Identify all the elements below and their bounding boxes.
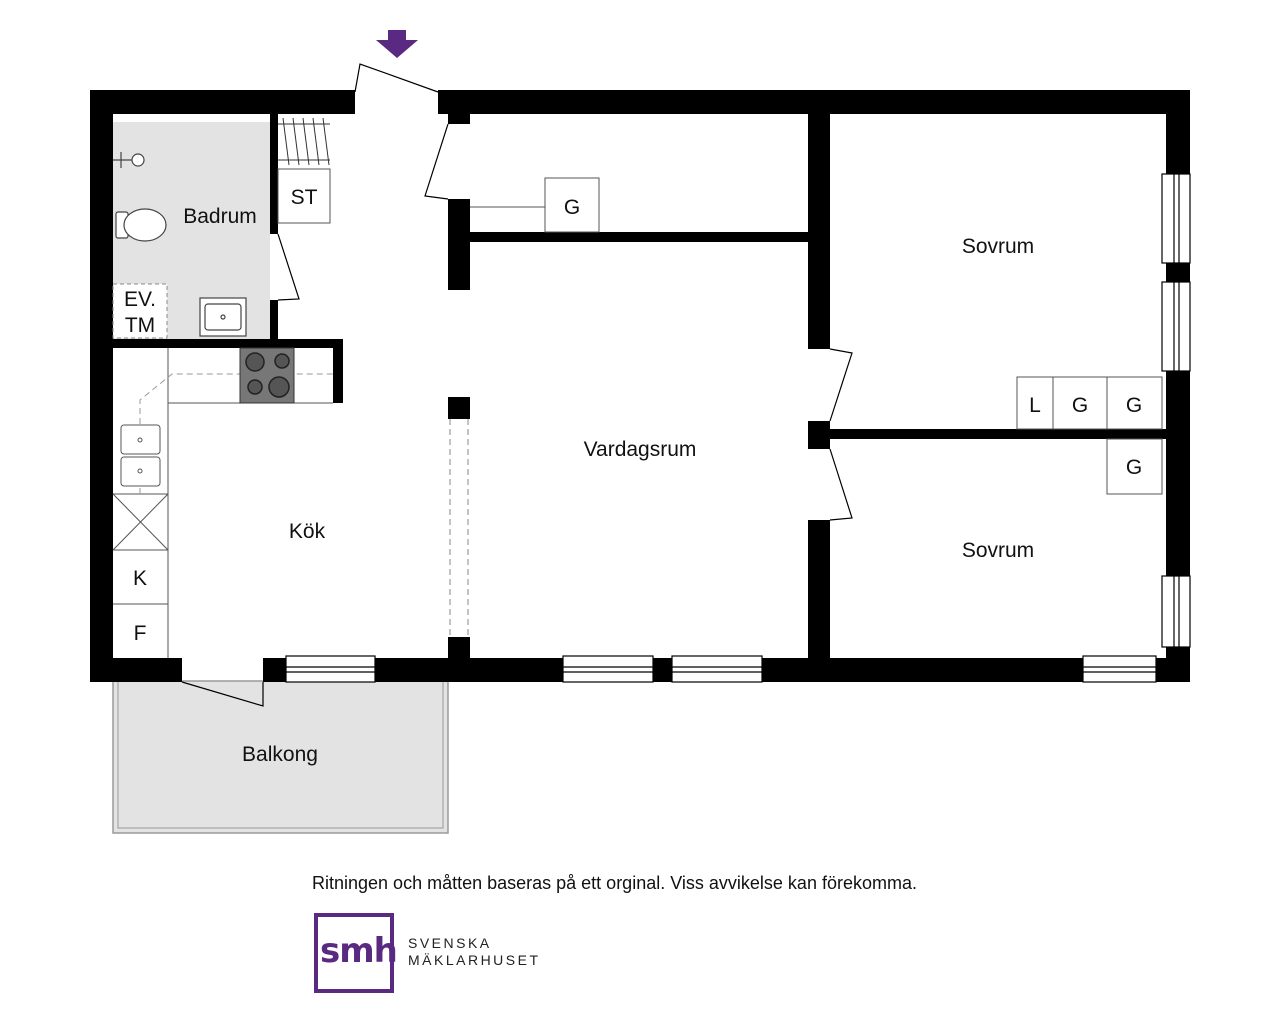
logo-line-2: MÄKLARHUSET xyxy=(408,952,541,968)
logo-wordmark: SVENSKA MÄKLARHUSET xyxy=(408,935,541,969)
open-passage xyxy=(449,419,469,637)
room-label-kok: Kök xyxy=(289,520,326,543)
balcony-floor xyxy=(112,680,449,834)
windows xyxy=(285,173,1191,683)
label-g-2: G xyxy=(1126,394,1142,417)
st-box xyxy=(277,168,331,224)
logo: smh xyxy=(314,913,398,993)
label-l: L xyxy=(1029,394,1041,417)
label-tm: TM xyxy=(125,314,155,337)
room-label-vardagsrum: Vardagsrum xyxy=(584,438,697,461)
room-label-balkong: Balkong xyxy=(242,743,318,766)
kitchen-counter xyxy=(112,348,333,658)
wardrobe-hatch xyxy=(278,117,330,166)
label-g-1: G xyxy=(1072,394,1088,417)
sink-icon xyxy=(199,297,247,337)
logo-mark: smh xyxy=(320,931,398,971)
ev-tm-box xyxy=(112,283,168,339)
doors xyxy=(181,63,853,707)
kitchen-sink-icon xyxy=(120,424,161,487)
room-label-badrum: Badrum xyxy=(183,205,257,228)
label-k: K xyxy=(133,567,147,590)
disclaimer-text: Ritningen och måtten baseras på ett orgi… xyxy=(312,873,917,893)
entrance-arrow-icon xyxy=(376,30,418,58)
label-ev: EV. xyxy=(124,288,156,311)
logo-line-1: SVENSKA xyxy=(408,935,492,951)
g-hall-box xyxy=(544,177,600,233)
label-f: F xyxy=(134,622,147,645)
floor-plan: Badrum Kök Vardagsrum Sovrum Sovrum Balk… xyxy=(90,30,1191,834)
label-g-3: G xyxy=(1126,456,1142,479)
room-label-sovrum-bottom: Sovrum xyxy=(962,539,1034,562)
room-label-sovrum-top: Sovrum xyxy=(962,235,1034,258)
toilet-icon xyxy=(115,208,167,242)
shower-icon xyxy=(113,152,145,168)
wardrobes xyxy=(1016,376,1163,495)
label-st: ST xyxy=(291,186,318,209)
label-g-hall: G xyxy=(564,196,580,219)
